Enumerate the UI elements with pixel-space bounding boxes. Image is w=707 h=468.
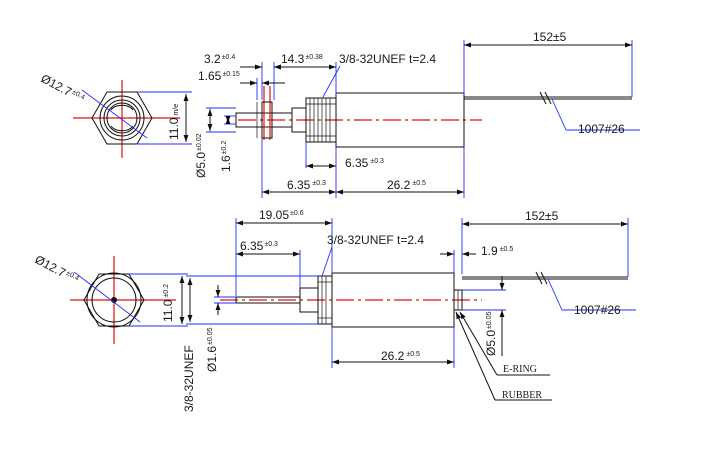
top-dim-1-65: 1.65±0.15 xyxy=(198,69,285,100)
svg-text:1.9±0.5: 1.9±0.5 xyxy=(481,244,513,258)
svg-text:11.0m/e: 11.0m/e xyxy=(167,104,181,140)
bottom-dim-26-2: 26.2±0.5 xyxy=(331,327,455,368)
svg-text:19.05±0.6: 19.05±0.6 xyxy=(259,208,304,222)
top-hex-height-dim: 11.0m/e xyxy=(137,91,192,145)
svg-text:1007#26: 1007#26 xyxy=(578,122,625,136)
bottom-hex-height-dim: 11.0±0.2 xyxy=(129,273,188,327)
bottom-dim-1-9: 1.9±0.5 xyxy=(440,244,513,273)
svg-text:Ø1.6±0.05: Ø1.6±0.05 xyxy=(205,327,219,372)
svg-text:152±5: 152±5 xyxy=(525,209,559,223)
svg-text:1.65±0.15: 1.65±0.15 xyxy=(198,69,240,83)
svg-text:11.0±0.2: 11.0±0.2 xyxy=(161,284,175,322)
top-dim-6-35-lower: 6.35±0.3 xyxy=(261,138,337,198)
top-dim-1-6: 1.6±0.2 xyxy=(219,115,236,172)
svg-text:3/8-32UNEF t=2.4: 3/8-32UNEF t=2.4 xyxy=(327,233,424,247)
svg-text:26.2±0.5: 26.2±0.5 xyxy=(381,349,420,363)
bottom-rubber-callout: RUBBER xyxy=(455,311,552,401)
bottom-dim-1-6: Ø1.6±0.05 xyxy=(205,285,236,372)
bottom-dim-5-0: Ø5.0±0.05 xyxy=(462,276,506,356)
bottom-dia-dimension: Ø12.7±0.4 xyxy=(33,252,141,323)
svg-text:6.35±0.3: 6.35±0.3 xyxy=(287,178,326,192)
top-dim-26-2: 26.2±0.5 xyxy=(336,147,465,198)
svg-text:RUBBER: RUBBER xyxy=(502,390,542,401)
top-wire-callout: 1007#26 xyxy=(551,98,640,136)
bottom-dim-152: 152±5 xyxy=(461,209,629,277)
bottom-thread-callout: 3/8-32UNEF t=2.4 xyxy=(321,233,424,277)
svg-text:1.6±0.2: 1.6±0.2 xyxy=(219,141,233,172)
svg-text:152±5: 152±5 xyxy=(533,30,567,44)
top-dim-5-0: Ø5.0±0.02 xyxy=(194,107,236,178)
bottom-ering-callout: E-RING xyxy=(459,311,550,376)
top-thread-callout: 3/8-32UNEF t=2.4 xyxy=(322,52,436,98)
svg-text:E-RING: E-RING xyxy=(503,364,537,375)
bottom-end-view xyxy=(70,256,176,344)
svg-text:Ø12.7±0.4: Ø12.7±0.4 xyxy=(33,252,81,287)
svg-text:26.2±0.5: 26.2±0.5 xyxy=(387,178,426,192)
svg-text:Ø12.7±0.4: Ø12.7±0.4 xyxy=(39,71,87,106)
bottom-dim-19-05: 19.05±0.6 xyxy=(235,208,333,296)
svg-text:14.3±0.38: 14.3±0.38 xyxy=(281,52,323,66)
bottom-side-thread-dim: 3/8-32UNEF xyxy=(182,275,318,412)
bottom-side-view xyxy=(220,271,628,328)
top-dim-14-3: 14.3±0.38 xyxy=(274,52,337,95)
top-dia-label: Ø12.7 xyxy=(39,71,75,99)
svg-text:6.35±0.3: 6.35±0.3 xyxy=(345,156,384,170)
bottom-dim-6-35: 6.35±0.3 xyxy=(236,239,301,288)
top-end-view xyxy=(73,80,180,158)
svg-text:3/8-32UNEF t=2.4: 3/8-32UNEF t=2.4 xyxy=(339,52,436,66)
svg-text:Ø5.0±0.02: Ø5.0±0.02 xyxy=(194,133,208,178)
bottom-wire-callout: 1007#26 xyxy=(547,278,636,317)
svg-text:3.2±0.4: 3.2±0.4 xyxy=(204,52,235,66)
svg-text:3/8-32UNEF: 3/8-32UNEF xyxy=(182,345,196,412)
top-side-view xyxy=(235,86,632,148)
svg-text:1007#26: 1007#26 xyxy=(574,303,621,317)
top-dim-152: 152±5 xyxy=(463,30,633,97)
svg-text:6.35±0.3: 6.35±0.3 xyxy=(240,239,278,253)
top-dim-6-35-upper: 6.35±0.3 xyxy=(305,142,384,170)
svg-text:Ø5.0±0.05: Ø5.0±0.05 xyxy=(484,311,498,356)
